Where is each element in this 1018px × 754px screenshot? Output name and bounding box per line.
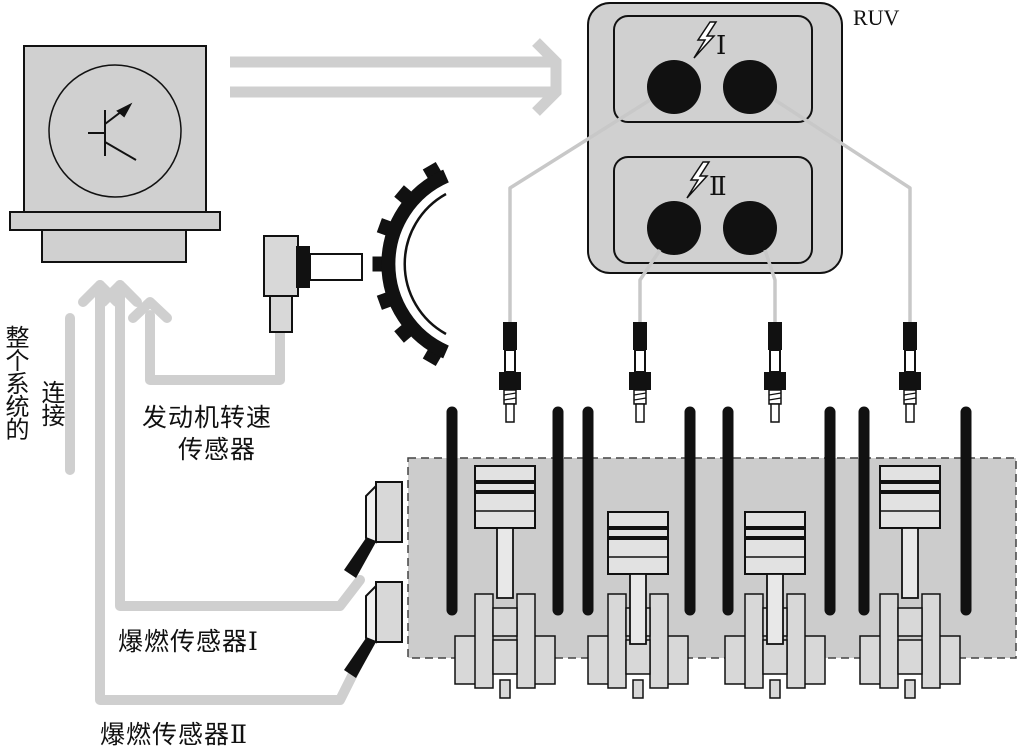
engine-block — [407, 406, 1017, 699]
speed-sensor-label-line1: 发动机转速 — [142, 403, 273, 432]
transistor-icon — [88, 102, 137, 161]
system-connection-label-line1: 整个系统的 — [1, 325, 29, 440]
ruv-coil-unit: Ⅰ Ⅱ — [587, 2, 843, 274]
coil-i-label: Ⅰ — [716, 31, 726, 61]
spark-plug-3 — [763, 321, 787, 423]
spark-plug-4 — [898, 321, 922, 423]
trigger-wheel — [372, 161, 449, 367]
speed-sensor-label-line2: 传感器 — [178, 435, 257, 464]
engine-speed-sensor — [263, 235, 363, 333]
spark-plug-1 — [498, 321, 522, 423]
ruv-label: RUV — [853, 5, 900, 30]
spark-plug-2 — [628, 321, 652, 423]
signal-arrows — [230, 38, 562, 116]
ht-wires — [508, 98, 912, 322]
knock-sensor-i — [343, 481, 403, 579]
coil-ii-label: Ⅱ — [709, 172, 727, 202]
spark-plugs — [498, 321, 922, 423]
system-connection-label-line2: 连接 — [37, 380, 65, 426]
sensor-signal-lines — [65, 280, 365, 705]
knock-sensors — [343, 481, 403, 679]
lightning-bolt-icon — [693, 21, 718, 59]
ecu-unit — [9, 45, 221, 263]
lightning-bolt-icon — [686, 161, 711, 199]
knock-sensor-i-label: 爆燃传感器Ⅰ — [118, 627, 259, 656]
knock-sensor-ii-label: 爆燃传感器Ⅱ — [100, 720, 248, 749]
